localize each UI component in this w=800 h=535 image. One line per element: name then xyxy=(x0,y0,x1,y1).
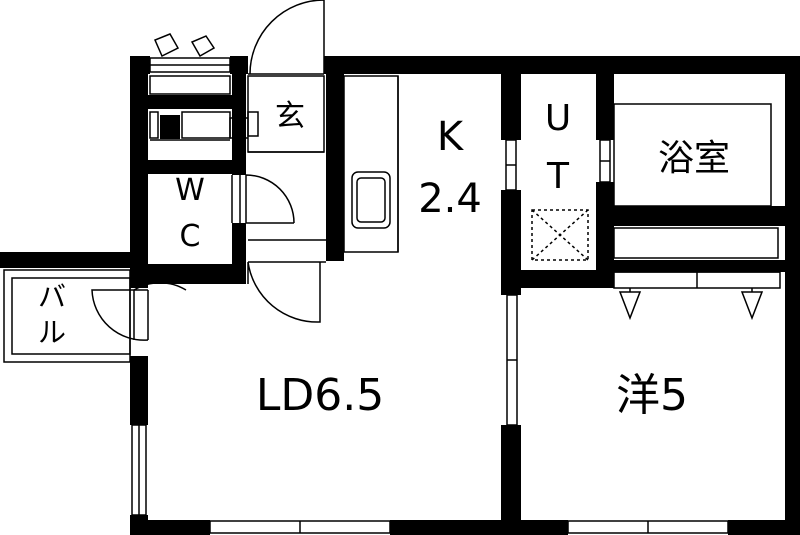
label-toilet-1: W xyxy=(175,173,205,208)
wall-wc-bottom xyxy=(130,264,246,284)
label-kitchen-size: 2.4 xyxy=(418,176,482,222)
fixtures xyxy=(3,0,781,534)
entrance-door-swing xyxy=(249,0,325,75)
bath-box xyxy=(613,103,772,207)
wall-balcony-top xyxy=(0,252,148,268)
label-balcony-1: バ xyxy=(38,280,66,313)
wall-wc-top xyxy=(130,160,246,174)
walls xyxy=(0,56,800,535)
wall-closet xyxy=(596,260,800,272)
label-utility-2: T xyxy=(546,156,570,197)
closet xyxy=(613,227,779,259)
balcony xyxy=(3,269,131,363)
closet-hanger-icon xyxy=(618,288,764,321)
label-entrance: 玄 xyxy=(275,99,305,134)
label-western: 洋5 xyxy=(616,370,688,421)
wall-shelf-b xyxy=(160,115,180,139)
kitchen-sink xyxy=(351,171,391,229)
ld-door-swing xyxy=(247,261,321,323)
kitchen-counter xyxy=(343,75,399,253)
wc-door-swing xyxy=(245,174,295,224)
wall-ut-bottom xyxy=(501,270,614,288)
label-living: LD6.5 xyxy=(256,370,384,421)
label-utility-1: U xyxy=(545,98,571,139)
wall-shelf-a xyxy=(130,95,246,109)
wall-right xyxy=(785,56,800,535)
label-balcony-2: ル xyxy=(38,316,66,349)
label-toilet-2: C xyxy=(180,219,201,254)
label-bath: 浴室 xyxy=(658,138,730,179)
wall-entrance-right xyxy=(326,56,344,261)
wall-bath-bottom xyxy=(596,206,800,226)
label-kitchen-name: K xyxy=(437,114,465,160)
balcony-door-swing xyxy=(91,289,149,341)
washer-pan-icon xyxy=(531,209,589,261)
